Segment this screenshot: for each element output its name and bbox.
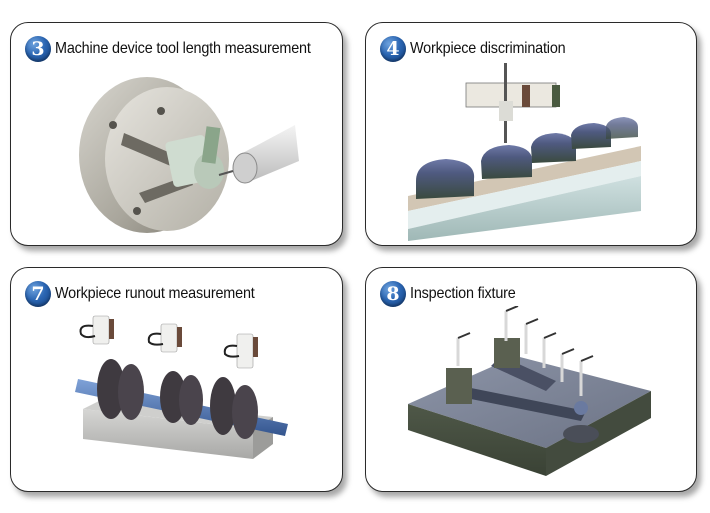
number-badge-icon: 7: [25, 281, 51, 307]
card-header: 3 Machine device tool length measurement: [25, 36, 339, 62]
card-title: Inspection fixture: [410, 285, 516, 302]
card-header: 7 Workpiece runout measurement: [25, 281, 277, 307]
card-header: 8 Inspection fixture: [380, 281, 527, 307]
lathe-chuck-illustration: [69, 63, 299, 238]
card-workpiece-discrimination: 4 Workpiece discrimination: [365, 22, 697, 246]
conveyor-illustration: [406, 61, 646, 241]
card-title: Workpiece discrimination: [410, 40, 566, 57]
card-title: Workpiece runout measurement: [55, 285, 255, 302]
inspection-fixture-illustration: [406, 306, 656, 481]
number-badge-icon: 4: [380, 36, 406, 62]
number-badge-icon: 3: [25, 36, 51, 62]
card-tool-length-measurement: 3 Machine device tool length measurement: [10, 22, 343, 246]
card-runout-measurement: 7 Workpiece runout measurement: [10, 267, 343, 492]
card-header: 4 Workpiece discrimination: [380, 36, 583, 62]
card-title: Machine device tool length measurement: [55, 40, 311, 57]
crankshaft-illustration: [73, 314, 298, 464]
number-badge-icon: 8: [380, 281, 406, 307]
card-inspection-fixture: 8 Inspection fixture: [365, 267, 697, 492]
